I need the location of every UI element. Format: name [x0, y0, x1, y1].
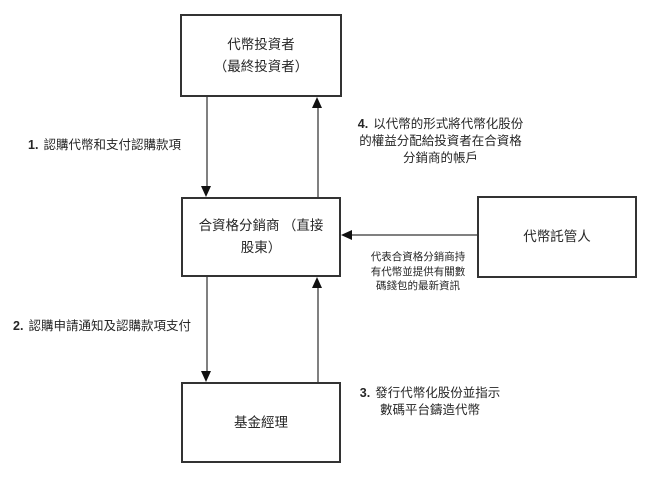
label-step3-text: 發行代幣化股份並指示 數碼平台鑄造代幣: [375, 386, 501, 417]
arrow-step2-line: [206, 277, 208, 373]
node-custodian: 代幣託管人: [477, 196, 637, 278]
label-step1-text: 認購代幣和支付認購款項: [43, 138, 181, 152]
label-step2-number: 2.: [13, 319, 24, 333]
label-step3: 3. 發行代幣化股份並指示 數碼平台鑄造代幣: [346, 385, 514, 419]
arrow-up-icon: [312, 277, 322, 288]
arrow-step1-line: [206, 97, 208, 188]
arrow-step4-line: [317, 106, 319, 197]
arrow-down-icon: [201, 186, 211, 197]
arrow-step3-line: [317, 287, 319, 382]
arrow-custodian-line: [351, 234, 477, 236]
node-distributor: 合資格分銷商 （直接 股東）: [181, 197, 341, 277]
label-step4: 4.以代幣的形式將代幣化股份 的權益分配給投資者在合資格 分銷商的帳戶: [333, 116, 548, 167]
label-step2-text: 認購申請通知及認購款項支付: [28, 319, 191, 333]
label-step1: 1. 認購代幣和支付認購款項: [28, 137, 181, 154]
arrow-up-icon: [312, 97, 322, 108]
arrow-down-icon: [201, 371, 211, 382]
node-token-investor: 代幣投資者 （最終投資者）: [180, 14, 342, 97]
arrow-left-icon: [341, 230, 352, 240]
node-custodian-label: 代幣託管人: [523, 229, 591, 245]
label-custodian-note: 代表合資格分銷商持 有代幣並提供有關數 碼錢包的最新資訊: [370, 252, 466, 292]
label-step4-text: 以代幣的形式將代幣化股份 的權益分配給投資者在合資格 分銷商的帳戶: [359, 117, 524, 165]
label-step4-number: 4.: [357, 117, 369, 131]
label-step3-number: 3.: [359, 386, 371, 400]
label-step1-number: 1.: [28, 138, 39, 152]
node-fund-manager-label: 基金經理: [234, 414, 288, 430]
node-fund-manager: 基金經理: [181, 382, 341, 463]
node-distributor-label: 合資格分銷商 （直接 股東）: [198, 218, 324, 255]
label-step2: 2. 認購申請通知及認購款項支付: [13, 318, 191, 335]
node-token-investor-label: 代幣投資者 （最終投資者）: [213, 36, 309, 74]
